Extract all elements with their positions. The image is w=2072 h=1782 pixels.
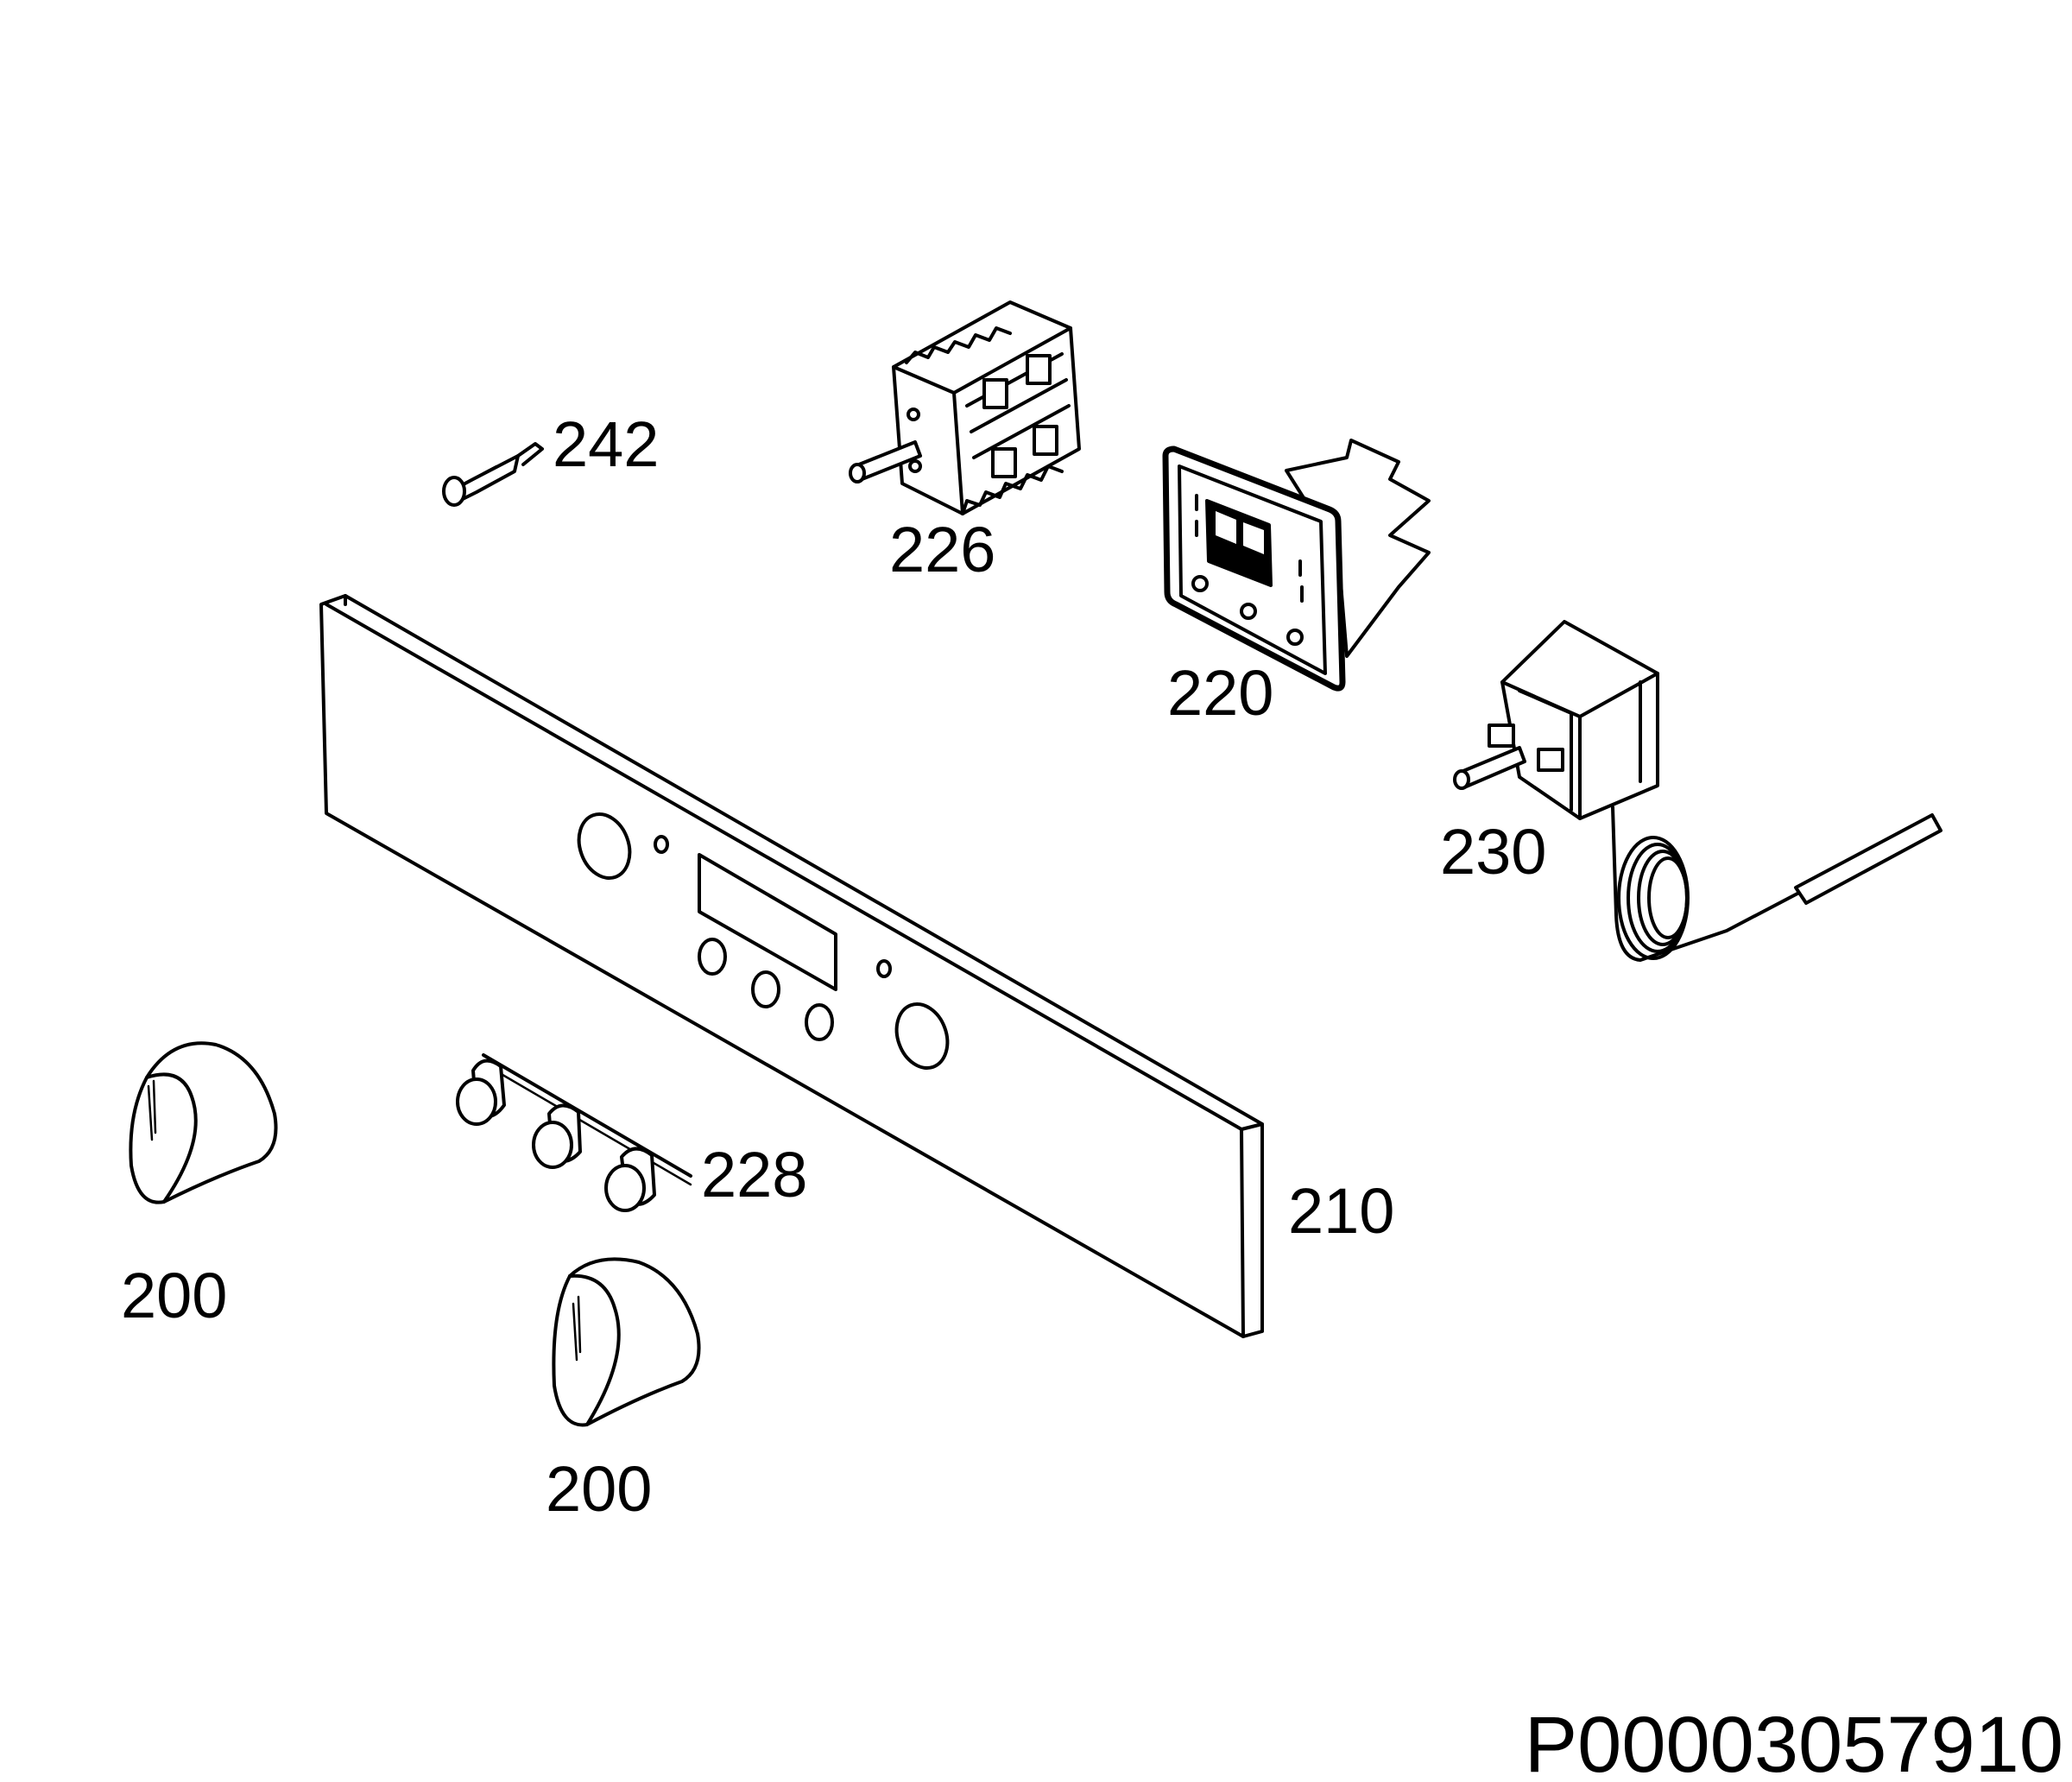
label-200-lower: 200 <box>546 1453 652 1525</box>
display-timer-220 <box>1162 439 1431 692</box>
knob-200-upper <box>129 1041 278 1204</box>
label-230: 230 <box>1440 816 1546 888</box>
document-code: P00003057910 <box>1525 1701 2063 1782</box>
control-panel-210 <box>319 594 1264 1338</box>
label-200-upper: 200 <box>121 1260 227 1331</box>
push-buttons-228 <box>456 1053 692 1212</box>
label-226: 226 <box>889 514 995 585</box>
label-228: 228 <box>701 1139 807 1210</box>
lamp-242 <box>442 442 544 507</box>
label-220: 220 <box>1167 657 1273 729</box>
knob-200-lower <box>552 1257 701 1427</box>
label-242: 242 <box>553 408 659 480</box>
thermostat-230 <box>1453 620 1942 962</box>
label-210: 210 <box>1288 1175 1394 1247</box>
selector-switch-226 <box>849 300 1081 515</box>
